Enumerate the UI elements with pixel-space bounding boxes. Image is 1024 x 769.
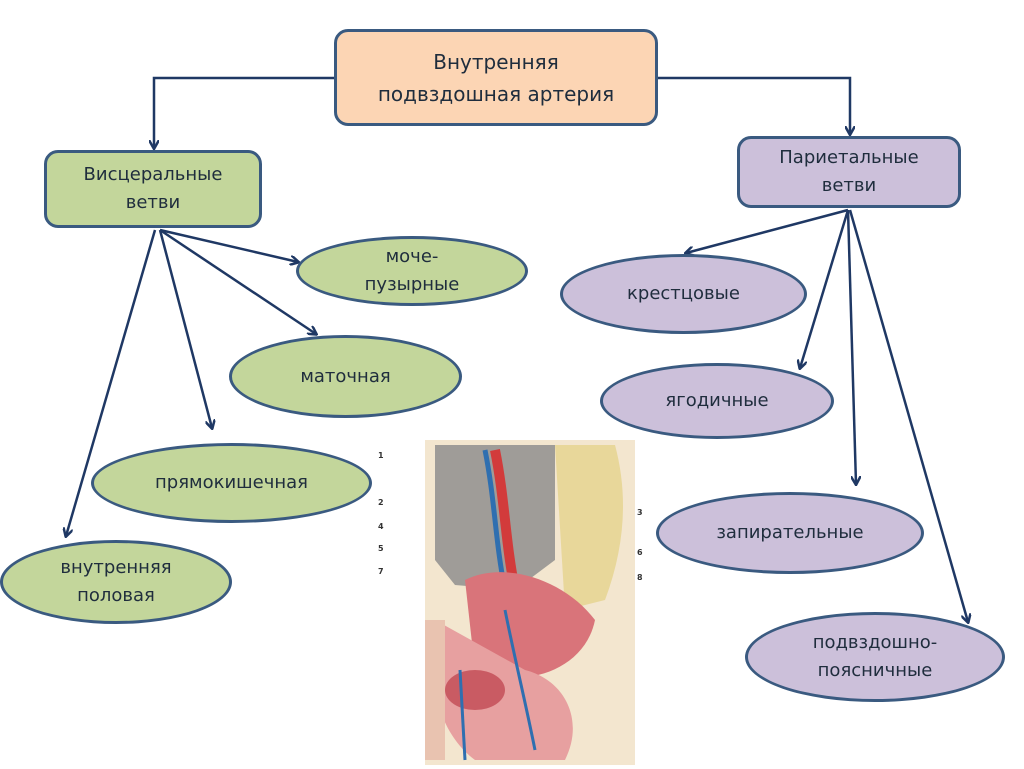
obturator-label: запирательные <box>716 522 864 543</box>
pudendal-line1: внутренняя <box>60 557 172 578</box>
rectal-label: прямокишечная <box>155 472 308 493</box>
anatomy-label-4: 4 <box>378 522 384 531</box>
uterine-label: маточная <box>300 365 391 387</box>
oval-gluteal: ягодичные <box>600 363 834 439</box>
arrow-root-to-visceral <box>154 76 334 148</box>
arrow-parietal-to-sacral <box>686 208 849 253</box>
pelvis-sagittal-section-image <box>425 440 635 765</box>
visceral-title-line1: Висцеральные <box>83 164 223 185</box>
visceral-title-line2: ветви <box>125 192 181 213</box>
oval-sacral: крестцовые <box>560 254 807 334</box>
gluteal-label: ягодичные <box>665 390 769 411</box>
arrow-visceral-to-rectal <box>158 229 212 428</box>
root-line1: Внутренняя <box>433 49 559 74</box>
arrow-visceral-to-uterine <box>159 228 316 334</box>
anatomy-label-6: 6 <box>637 548 643 557</box>
arrow-parietal-to-iliolumbar <box>848 209 968 622</box>
anatomy-label-3: 3 <box>637 508 643 517</box>
root-line2: подвздошная артерия <box>377 81 615 106</box>
parietal-branches-node: Париетальные ветви <box>737 136 961 208</box>
arrow-parietal-to-gluteal <box>800 209 850 368</box>
oval-uterine: маточная <box>229 335 462 418</box>
root-node-internal-iliac-artery: Внутренняя подвздошная артерия <box>334 29 658 126</box>
vesical-line1: моче- <box>385 246 439 267</box>
pelvis-anatomy-illustration: 1 2 3 4 5 6 7 8 <box>365 440 655 765</box>
anatomy-label-2: 2 <box>378 498 384 507</box>
vesical-line2: пузырные <box>364 274 460 295</box>
arrow-parietal-to-obturator <box>846 209 856 484</box>
iliolumbar-line2: поясничные <box>817 660 933 681</box>
oval-internal-pudendal: внутренняя половая <box>0 540 232 624</box>
visceral-branches-node: Висцеральные ветви <box>44 150 262 228</box>
parietal-title-line2: ветви <box>821 175 877 196</box>
oval-iliolumbar: подвздошно-поясничные <box>745 612 1005 702</box>
anatomy-label-8: 8 <box>637 573 643 582</box>
anatomy-label-7: 7 <box>378 567 384 576</box>
oval-obturator: запирательные <box>656 492 924 574</box>
iliolumbar-line1: подвздошно- <box>812 632 938 653</box>
arrow-visceral-to-pudendal <box>66 229 157 536</box>
anatomy-label-5: 5 <box>378 544 384 553</box>
oval-vesical: моче-пузырные <box>296 236 528 306</box>
sacral-label: крестцовые <box>627 283 740 304</box>
anatomy-label-1: 1 <box>378 451 384 460</box>
arrow-visceral-to-bladder <box>159 228 298 262</box>
arrow-root-to-parietal <box>658 76 850 134</box>
oval-rectal: прямокишечная <box>91 443 372 523</box>
parietal-title-line1: Париетальные <box>779 147 919 168</box>
pudendal-line2: половая <box>77 585 155 606</box>
